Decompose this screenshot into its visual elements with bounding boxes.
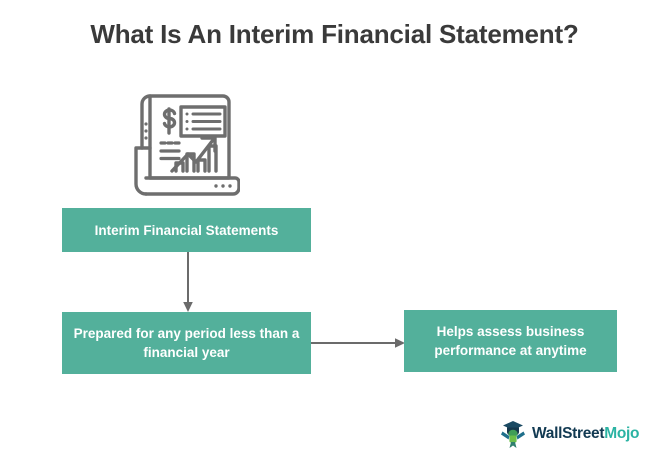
- flow-arrow-right-icon: [311, 333, 407, 353]
- page-title: What Is An Interim Financial Statement?: [90, 19, 579, 49]
- wallstreetmojo-logo-text: WallStreetMojo: [532, 425, 640, 443]
- flow-node-period: Prepared for any period less than a fina…: [62, 312, 311, 374]
- flow-arrow-down-icon: [178, 252, 198, 314]
- wallstreetmojo-logo: WallStreetMojo: [497, 417, 649, 451]
- flow-node-period-label: Prepared for any period less than a fina…: [73, 326, 300, 360]
- logo-text-accent: Mojo: [604, 425, 640, 442]
- flow-node-statements: Interim Financial Statements: [62, 208, 311, 252]
- wallstreetmojo-mark-icon: [497, 418, 529, 450]
- flow-node-performance: Helps assess business performance at any…: [404, 310, 617, 372]
- logo-text-primary: WallStreet: [532, 425, 605, 442]
- flow-node-statements-label: Interim Financial Statements: [94, 222, 279, 238]
- flow-node-performance-label: Helps assess business performance at any…: [434, 324, 587, 358]
- financial-report-icon: [126, 90, 241, 200]
